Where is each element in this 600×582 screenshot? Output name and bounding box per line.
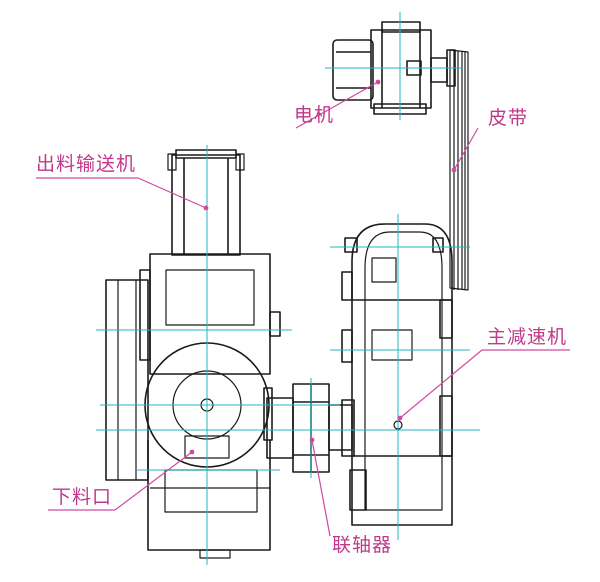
label-belt: 皮带 [488,107,529,129]
coupling [266,383,353,473]
crusher-body [105,253,281,559]
main-reducer [341,223,453,526]
label-outfeed-conveyor: 出料输送机 [36,153,137,175]
centerlines [96,12,480,565]
label-coupling: 联轴器 [332,534,393,556]
leader-lines [36,79,570,537]
outfeed-conveyor [167,149,245,256]
label-motor: 电机 [294,104,335,126]
label-discharge-port: 下料口 [52,486,113,508]
label-main-reducer: 主减速机 [487,326,568,348]
